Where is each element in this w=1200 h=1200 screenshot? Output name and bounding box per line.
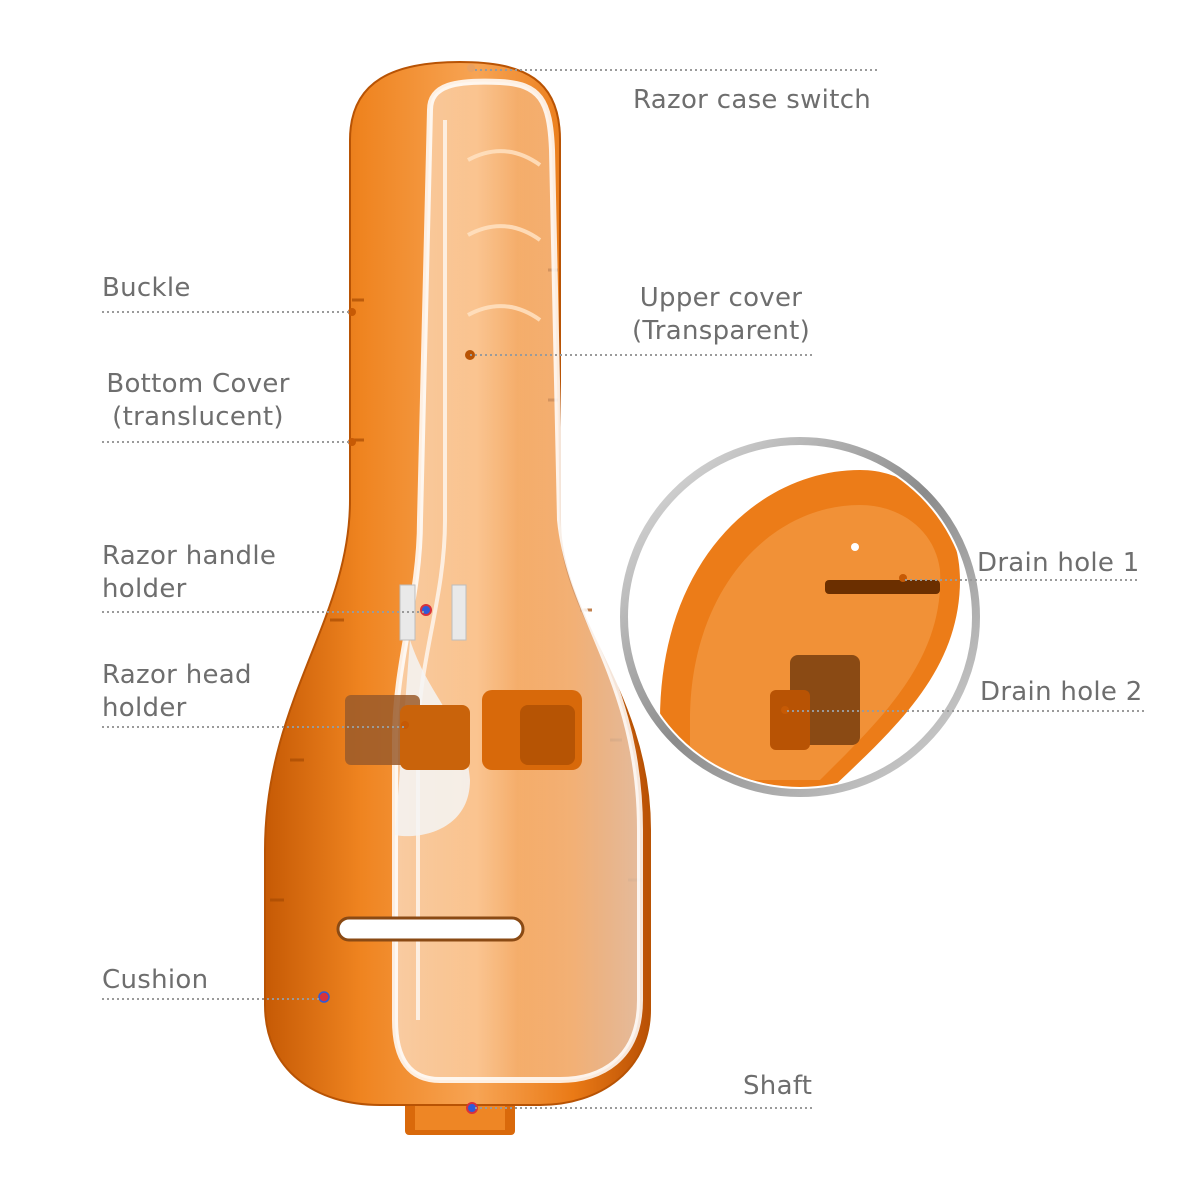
label-razor-handle-holder-line1: Razor handle [102,541,277,571]
label-razor-head-holder-line1: Razor head [102,660,252,690]
label-upper-cover: Upper cover (Transparent) [630,282,812,348]
label-razor-handle-holder: Razor handle holder [102,540,276,606]
label-bottom-cover-line1: Bottom Cover [106,369,290,399]
label-shaft: Shaft [743,1071,813,1101]
leader-lines [102,69,1147,1109]
label-bottom-cover-line2: (translucent) [112,402,284,432]
label-razor-handle-holder-line2: holder [102,574,187,604]
label-upper-cover-line1: Upper cover [639,283,803,313]
label-upper-cover-line2: (Transparent) [631,316,811,346]
top-ribs [467,149,542,322]
markers [318,64,478,1114]
label-drain-hole-2: Drain hole 2 [980,677,1143,707]
label-razor-head-holder-line2: holder [102,693,187,723]
label-razor-head-holder: Razor head holder [102,659,252,725]
label-cushion: Cushion [102,965,209,995]
label-bottom-cover: Bottom Cover (translucent) [102,368,294,434]
zoom-inset [620,437,980,797]
label-buckle: Buckle [102,273,191,303]
label-razor-case-switch: Razor case switch [633,85,872,115]
slot-shape [336,916,525,942]
label-drain-hole-1: Drain hole 1 [977,548,1140,578]
razor-head-holder-shape [345,690,582,770]
